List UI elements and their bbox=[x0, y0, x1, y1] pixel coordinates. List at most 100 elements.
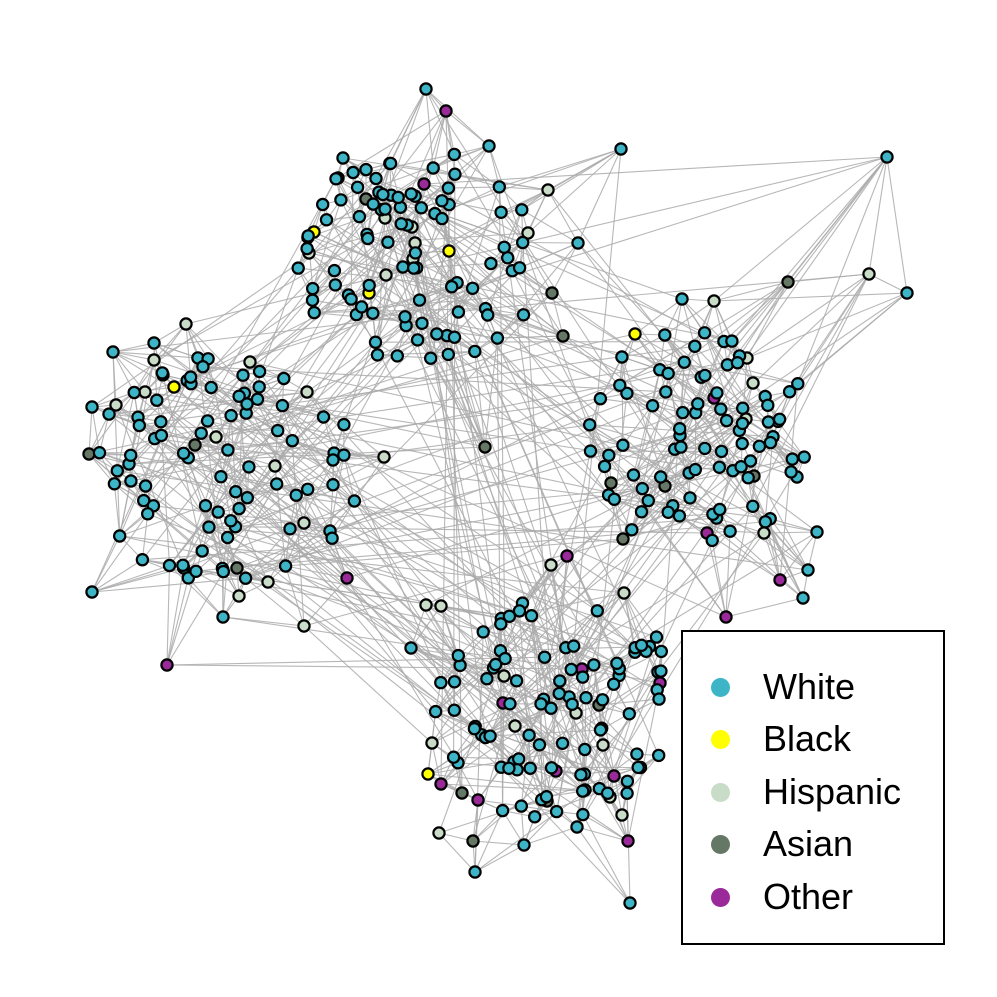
graph-node-white bbox=[306, 281, 320, 296]
graph-edge bbox=[486, 678, 547, 797]
graph-edge bbox=[440, 618, 502, 683]
graph-node-hispanic bbox=[147, 353, 161, 367]
graph-node-white bbox=[528, 810, 542, 824]
graph-node-white bbox=[435, 211, 449, 226]
graph-node-white bbox=[441, 181, 456, 195]
graph-node-white bbox=[176, 558, 190, 573]
graph-node-white bbox=[110, 464, 125, 478]
graph-edge bbox=[477, 799, 522, 807]
graph-edge bbox=[868, 273, 908, 294]
graph-node-other bbox=[560, 549, 574, 563]
graph-node-white bbox=[138, 479, 153, 493]
graph-edge bbox=[410, 647, 459, 657]
graph-node-asian bbox=[188, 438, 202, 452]
graph-node-white bbox=[714, 402, 728, 416]
graph-node-white bbox=[578, 742, 592, 757]
legend-item-other: Other bbox=[711, 877, 853, 917]
graph-edge bbox=[527, 148, 622, 234]
graph-node-white bbox=[154, 415, 168, 429]
graph-edge bbox=[474, 351, 486, 448]
graph-edge bbox=[389, 88, 427, 164]
graph-edge bbox=[436, 333, 615, 500]
graph-node-white bbox=[368, 335, 383, 349]
graph-node-white bbox=[509, 674, 524, 688]
graph-node-white bbox=[514, 799, 529, 813]
graph-node-white bbox=[659, 385, 673, 399]
graph-node-white bbox=[232, 501, 246, 516]
graph-node-white bbox=[555, 736, 570, 751]
graph-node-white bbox=[176, 446, 191, 460]
graph-edge bbox=[112, 351, 658, 691]
graph-edge bbox=[425, 88, 455, 155]
graph-edge bbox=[435, 711, 629, 842]
graph-edge bbox=[516, 530, 731, 771]
graph-edge bbox=[731, 281, 789, 342]
graph-edge bbox=[681, 298, 725, 342]
graph-node-white bbox=[407, 261, 421, 275]
graph-edge bbox=[503, 418, 747, 677]
graph-edge bbox=[285, 565, 563, 744]
graph-edge bbox=[346, 472, 690, 579]
graph-node-white bbox=[574, 768, 588, 782]
graph-edge bbox=[713, 292, 908, 302]
graph-edge bbox=[430, 267, 520, 359]
graph-edge bbox=[112, 351, 135, 393]
graph-edge bbox=[323, 416, 345, 456]
graph-node-white bbox=[587, 658, 601, 672]
graph-node-hispanic bbox=[209, 430, 223, 444]
graph-node-white bbox=[366, 197, 380, 211]
graph-edge bbox=[632, 369, 661, 476]
graph-edge bbox=[550, 476, 662, 768]
graph-edge bbox=[141, 513, 149, 560]
graph-node-white bbox=[677, 355, 692, 369]
graph-edge bbox=[746, 273, 870, 359]
graph-node-white bbox=[688, 339, 702, 353]
graph-edge bbox=[183, 364, 728, 569]
graph-edge bbox=[183, 440, 293, 454]
graph-edge bbox=[389, 163, 740, 357]
graph-edge bbox=[413, 267, 505, 677]
graph-node-hispanic bbox=[757, 526, 771, 540]
graph-node-white bbox=[250, 392, 265, 406]
graph-edge bbox=[623, 592, 657, 638]
graph-node-white bbox=[327, 263, 342, 278]
graph-node-asian bbox=[230, 561, 244, 575]
graph-node-white bbox=[516, 308, 531, 322]
graph-node-white bbox=[329, 172, 343, 186]
graph-node-white bbox=[202, 520, 216, 534]
graph-edge bbox=[308, 235, 453, 287]
graph-node-white bbox=[676, 405, 690, 420]
graph-node-white bbox=[880, 150, 894, 164]
graph-node-hispanic bbox=[261, 575, 275, 589]
graph-node-white bbox=[412, 293, 427, 307]
graph-node-white bbox=[242, 460, 256, 474]
graph-node-white bbox=[522, 728, 536, 742]
graph-node-white bbox=[710, 386, 724, 400]
graph-node-white bbox=[354, 300, 369, 314]
graph-node-white bbox=[240, 491, 254, 505]
graph-node-white bbox=[347, 494, 362, 508]
graph-node-white bbox=[620, 386, 634, 400]
graph-node-white bbox=[691, 397, 705, 411]
graph-node-white bbox=[512, 604, 527, 618]
graph-node-white bbox=[221, 443, 235, 457]
graph-edge bbox=[621, 334, 666, 358]
graph-node-white bbox=[476, 625, 490, 639]
graph-node-white bbox=[198, 499, 213, 513]
graph-node-white bbox=[352, 209, 367, 224]
graph-node-white bbox=[615, 350, 629, 364]
graph-node-white bbox=[607, 677, 621, 691]
graph-node-black bbox=[628, 327, 642, 341]
graph-edge bbox=[245, 500, 355, 579]
graph-edge bbox=[501, 617, 658, 691]
graph-edge bbox=[166, 577, 189, 666]
graph-node-asian bbox=[616, 532, 630, 546]
graph-node-white bbox=[576, 807, 590, 822]
graph-node-hispanic bbox=[109, 398, 123, 412]
graph-edge bbox=[88, 406, 93, 455]
graph-edge bbox=[431, 742, 442, 785]
graph-edge bbox=[763, 532, 804, 599]
graph-node-hispanic bbox=[541, 183, 555, 197]
graph-edge bbox=[308, 252, 733, 342]
graph-node-white bbox=[481, 308, 495, 322]
